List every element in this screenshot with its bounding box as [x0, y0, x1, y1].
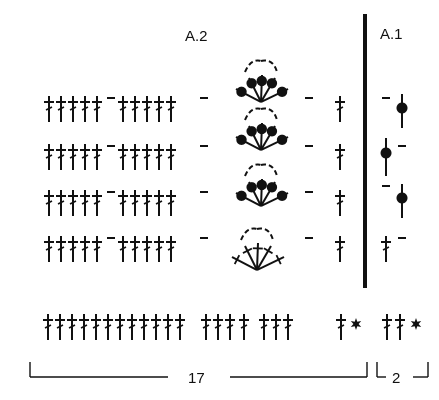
treble-crochet-icon: [259, 314, 269, 340]
treble-crochet-icon: [166, 190, 176, 216]
treble-crochet-icon: [118, 144, 128, 170]
treble-crochet-icon: [115, 314, 125, 340]
chart-symbols: [43, 59, 422, 340]
treble-crochet-icon: [154, 144, 164, 170]
treble-crochet-icon: [283, 314, 293, 340]
fan-icon: [235, 59, 289, 103]
chart-a1-label: A.1: [380, 26, 403, 43]
treble-crochet-icon: [80, 144, 90, 170]
treble-crochet-icon: [154, 190, 164, 216]
treble-crochet-icon: [55, 314, 65, 340]
treble-crochet-icon: [68, 236, 78, 262]
treble-crochet-icon: [395, 314, 405, 340]
treble-crochet-icon: [335, 236, 345, 262]
bobble-icon: [380, 138, 392, 176]
treble-crochet-icon: [56, 236, 66, 262]
treble-crochet-icon: [44, 236, 54, 262]
bobble-icon: [396, 184, 408, 218]
treble-crochet-icon: [79, 314, 89, 340]
treble-crochet-icon: [271, 314, 281, 340]
treble-crochet-icon: [154, 236, 164, 262]
treble-crochet-icon: [56, 190, 66, 216]
treble-crochet-icon: [382, 314, 392, 340]
treble-crochet-icon: [68, 190, 78, 216]
treble-crochet-icon: [68, 144, 78, 170]
treble-crochet-icon: [92, 190, 102, 216]
treble-crochet-icon: [166, 236, 176, 262]
treble-crochet-icon: [142, 190, 152, 216]
treble-crochet-icon: [80, 96, 90, 122]
treble-crochet-icon: [166, 96, 176, 122]
treble-crochet-icon: [175, 314, 185, 340]
fan-icon: [231, 227, 285, 271]
treble-crochet-icon: [213, 314, 223, 340]
bobble-icon: [396, 94, 408, 128]
chart-a2-label: A.2: [185, 28, 208, 45]
treble-crochet-icon: [201, 314, 211, 340]
treble-crochet-icon: [139, 314, 149, 340]
treble-crochet-icon: [68, 96, 78, 122]
star-icon: [350, 318, 362, 330]
treble-crochet-icon: [130, 190, 140, 216]
stitch-count-bracket-a2: [29, 362, 368, 378]
treble-crochet-icon: [225, 314, 235, 340]
treble-crochet-icon: [142, 96, 152, 122]
treble-crochet-icon: [154, 96, 164, 122]
treble-crochet-icon: [163, 314, 173, 340]
treble-crochet-icon: [118, 190, 128, 216]
treble-crochet-icon: [239, 314, 249, 340]
fan-icon: [235, 107, 289, 151]
treble-crochet-icon: [127, 314, 137, 340]
treble-crochet-icon: [91, 314, 101, 340]
treble-crochet-icon: [67, 314, 77, 340]
treble-crochet-icon: [92, 96, 102, 122]
treble-crochet-icon: [80, 190, 90, 216]
treble-crochet-icon: [335, 190, 345, 216]
treble-crochet-icon: [130, 236, 140, 262]
treble-crochet-icon: [151, 314, 161, 340]
treble-crochet-icon: [336, 314, 346, 340]
treble-crochet-icon: [381, 236, 391, 262]
treble-crochet-icon: [44, 190, 54, 216]
treble-crochet-icon: [130, 144, 140, 170]
stitch-count-a1: 2: [392, 370, 400, 387]
treble-crochet-icon: [92, 236, 102, 262]
treble-crochet-icon: [56, 96, 66, 122]
treble-crochet-icon: [130, 96, 140, 122]
treble-crochet-icon: [166, 144, 176, 170]
treble-crochet-icon: [118, 96, 128, 122]
treble-crochet-icon: [103, 314, 113, 340]
treble-crochet-icon: [80, 236, 90, 262]
star-icon: [410, 318, 422, 330]
treble-crochet-icon: [92, 144, 102, 170]
treble-crochet-icon: [118, 236, 128, 262]
treble-crochet-icon: [56, 144, 66, 170]
treble-crochet-icon: [142, 144, 152, 170]
treble-crochet-icon: [44, 144, 54, 170]
treble-crochet-icon: [44, 96, 54, 122]
stitch-count-a2: 17: [188, 370, 205, 387]
treble-crochet-icon: [335, 96, 345, 122]
fan-icon: [235, 163, 289, 207]
treble-crochet-icon: [43, 314, 53, 340]
treble-crochet-icon: [142, 236, 152, 262]
treble-crochet-icon: [335, 144, 345, 170]
stitch-count-bracket-a1: [376, 362, 429, 378]
